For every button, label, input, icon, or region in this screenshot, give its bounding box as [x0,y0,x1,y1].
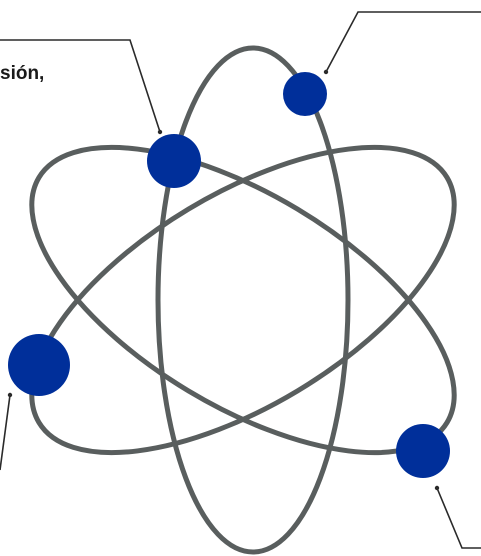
leader-line-top-right [326,12,481,72]
leader-line-top-left [0,40,160,132]
orbit-vertical [158,48,348,552]
leader-dot-top-right [324,70,328,74]
leader-dot-top-left [158,130,162,134]
leader-dot-bottom-right [435,486,439,490]
electron-upper-right [283,72,327,116]
callout-label-top-left: sión, [0,63,44,85]
electron-upper-left [147,134,201,188]
leader-line-bottom-right [437,488,481,548]
electron-lower-right [396,424,450,478]
leader-dot-bottom-left [8,393,12,397]
electron-left [8,334,70,396]
leader-line-bottom-left [0,395,10,470]
